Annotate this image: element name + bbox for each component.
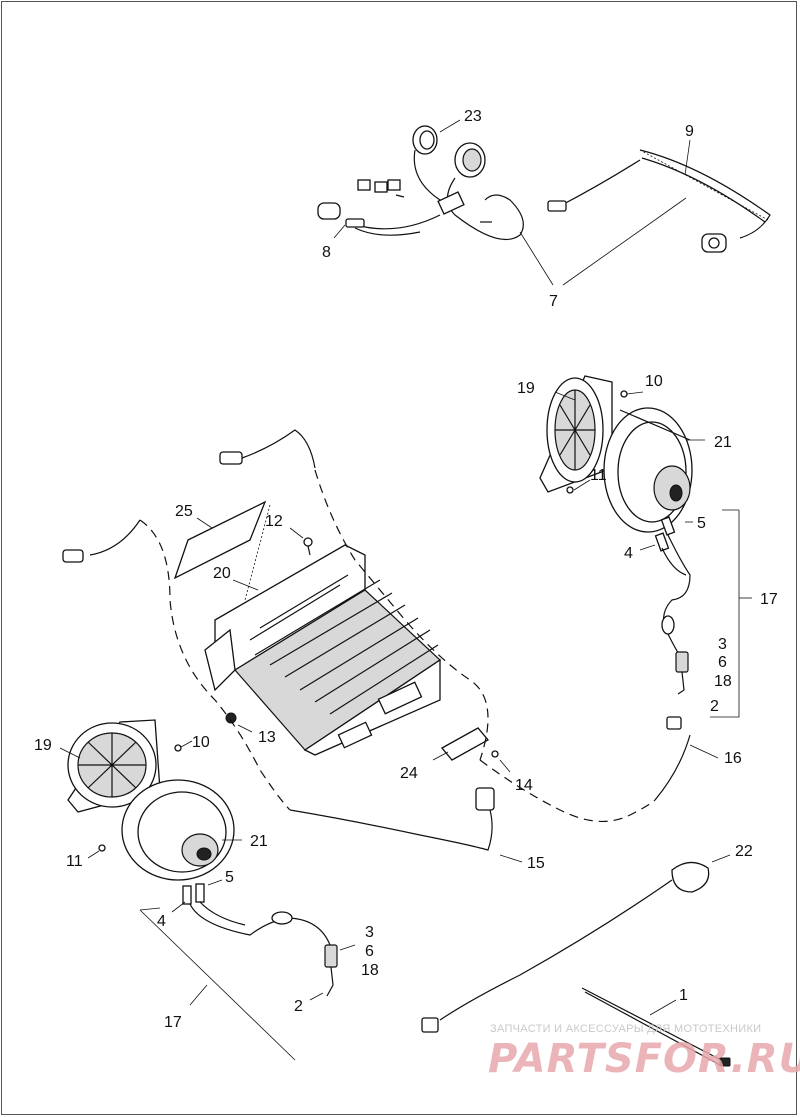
watermark-logo: PARTSFOR.RU (488, 1036, 800, 1082)
callout-18-lower: 18 (361, 962, 379, 979)
callout-25: 25 (175, 503, 193, 520)
callout-11-upper: 11 (590, 467, 607, 484)
mounting-plate (173, 500, 267, 580)
watermark-tagline: ЗАПЧАСТИ И АКСЕССУАРЫ ДЛЯ МОТОТЕХНИКИ (490, 1023, 762, 1035)
headset-assembly (317, 125, 524, 241)
callout-2-lower: 2 (294, 998, 303, 1015)
callout-19-upper: 19 (517, 380, 535, 397)
callout-1: 1 (679, 987, 688, 1004)
gps-antenna (421, 861, 710, 1033)
callout-23: 23 (464, 108, 482, 125)
callout-8: 8 (322, 244, 331, 261)
amp-wiring (62, 429, 691, 851)
callout-12: 12 (265, 513, 283, 530)
callout-24: 24 (400, 765, 418, 782)
callout-7: 7 (549, 293, 558, 310)
callout-6-lower: 6 (365, 943, 374, 960)
callout-13: 13 (258, 729, 276, 746)
callout-6-upper: 6 (718, 654, 727, 671)
callout-10-lower: 10 (192, 734, 210, 751)
callout-14: 14 (515, 777, 533, 794)
callout-19-lower: 19 (34, 737, 52, 754)
speaker-harness-lower (182, 883, 338, 997)
amp-bracket (440, 727, 490, 761)
callout-11-lower: 11 (66, 853, 83, 870)
cable-tie (581, 987, 731, 1067)
callout-4-lower: 4 (157, 913, 166, 930)
coiled-cable (547, 149, 771, 253)
callout-10-upper: 10 (645, 373, 663, 390)
callout-17-lower: 17 (164, 1014, 182, 1031)
callout-2-upper: 2 (710, 698, 719, 715)
callout-15: 15 (527, 855, 545, 872)
callout-4-upper: 4 (624, 545, 633, 562)
callout-18-upper: 18 (714, 673, 732, 690)
callout-17-upper: 17 (760, 591, 778, 608)
callout-22: 22 (735, 843, 753, 860)
callout-16: 16 (724, 750, 742, 767)
callout-3-lower: 3 (365, 924, 374, 941)
callout-20: 20 (213, 565, 231, 582)
amplifier-unit (204, 544, 441, 756)
speaker-driver-lower (121, 779, 235, 881)
callout-21-lower: 21 (250, 833, 268, 850)
callout-3-upper: 3 (718, 636, 727, 653)
speaker-harness-upper (654, 516, 691, 695)
callout-9: 9 (685, 123, 694, 140)
speaker-driver-upper (603, 407, 693, 533)
speaker-grille-lower (67, 719, 161, 813)
speaker-grille-upper (539, 375, 613, 493)
callout-5-upper: 5 (697, 515, 706, 532)
callout-21-upper: 21 (714, 434, 732, 451)
callout-5-lower: 5 (225, 869, 234, 886)
